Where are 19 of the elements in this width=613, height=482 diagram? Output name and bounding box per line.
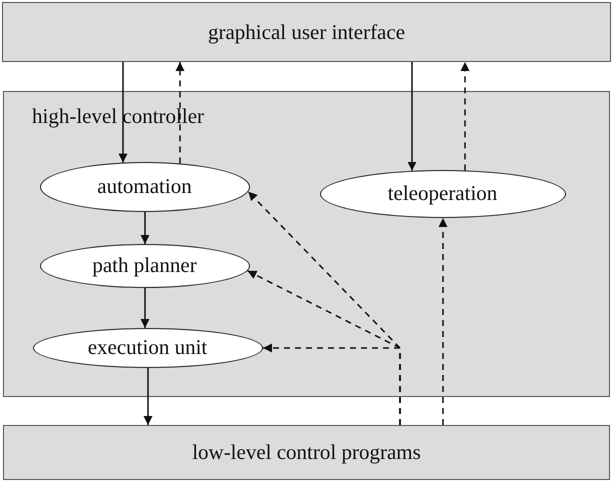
dashed-arrow <box>176 62 184 164</box>
node-label: low-level control programs <box>192 440 421 465</box>
node-label: execution unit <box>88 335 208 360</box>
dashed-arrow <box>438 218 448 425</box>
controller-panel <box>3 91 610 397</box>
node-label: high-level controller <box>32 104 204 129</box>
dashed-arrow <box>263 344 401 425</box>
interface-box <box>2 2 611 62</box>
node-label: teleoperation <box>388 181 498 206</box>
dashed-arrow <box>460 62 470 170</box>
node-label: automation <box>97 174 192 199</box>
node-label: graphical user interface <box>208 20 406 44</box>
arrow <box>144 368 152 425</box>
arrow <box>118 62 128 163</box>
arrow <box>408 62 416 171</box>
arrow <box>140 212 150 244</box>
interface-box <box>3 425 610 480</box>
node-label: path planner <box>92 253 197 278</box>
arrow <box>140 288 150 328</box>
